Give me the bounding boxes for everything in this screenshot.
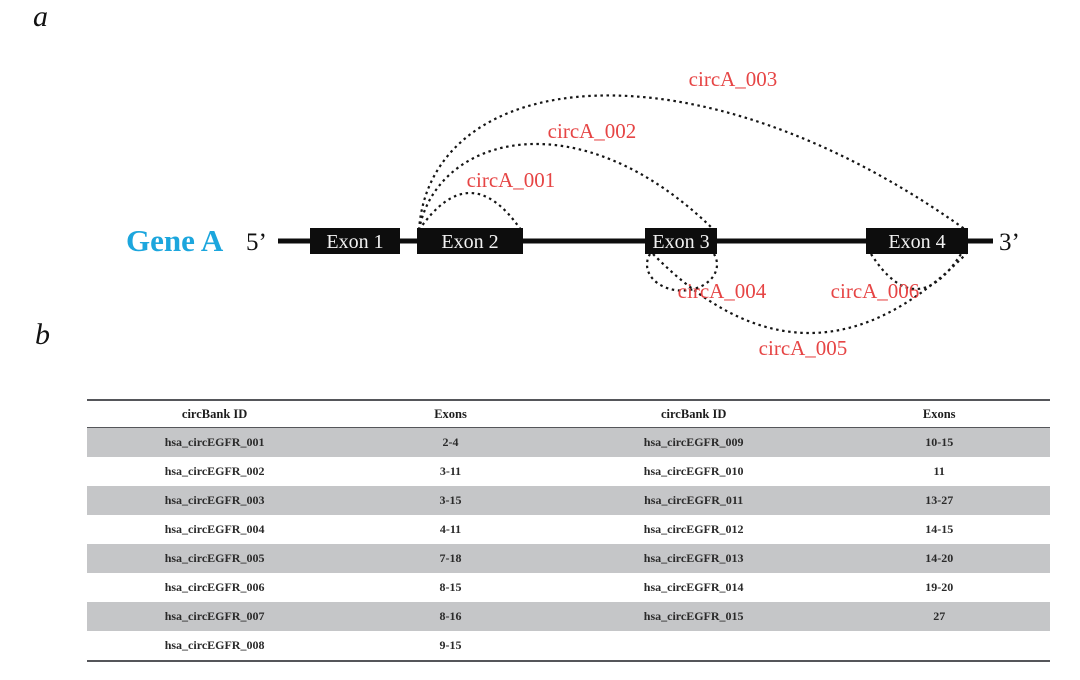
table-header-row: circBank ID Exons circBank ID Exons	[87, 401, 1050, 428]
gene-name-label: Gene A	[126, 223, 224, 258]
arc-circA-002	[417, 142, 715, 231]
header-exons-left: Exons	[434, 406, 467, 421]
arc-circA-001	[418, 192, 522, 231]
exon-1-label: Exon 1	[326, 231, 383, 253]
cell-exons: 4-11	[439, 522, 462, 536]
circA-002-label: circA_002	[548, 119, 637, 143]
cell-exons: 14-15	[925, 522, 954, 536]
table-row: hsa_circEGFR_008 9-15	[87, 631, 1050, 660]
exon-3-label: Exon 3	[652, 231, 709, 253]
header-circbank-id-right: circBank ID	[660, 406, 727, 421]
cell-exons: 3-15	[439, 493, 462, 507]
header-circbank-id-left: circBank ID	[181, 406, 248, 421]
cell-circbank-id: hsa_circEGFR_008	[164, 638, 265, 652]
cell-circbank-id: hsa_circEGFR_014	[643, 580, 744, 594]
table-row: hsa_circEGFR_001 2-4 hsa_circEGFR_009 10…	[87, 428, 1050, 457]
cell-exons: 8-15	[439, 580, 462, 594]
cell-circbank-id: hsa_circEGFR_013	[643, 551, 744, 565]
circA-004-label: circA_004	[678, 279, 767, 303]
table-row: hsa_circEGFR_007 8-16 hsa_circEGFR_015 2…	[87, 602, 1050, 631]
circA-006-label: circA_006	[831, 279, 920, 303]
circA-001-label: circA_001	[467, 168, 556, 192]
cell-exons: 9-15	[439, 638, 462, 652]
cell-exons: 7-18	[439, 551, 462, 565]
cell-circbank-id: hsa_circEGFR_009	[643, 435, 744, 449]
exon-2-box	[417, 228, 523, 254]
cell-exons: 27	[933, 609, 946, 623]
exon-4-label: Exon 4	[888, 231, 945, 253]
table-body: hsa_circEGFR_001 2-4 hsa_circEGFR_009 10…	[87, 428, 1050, 660]
cell-exons: 3-11	[439, 464, 462, 478]
cell-circbank-id: hsa_circEGFR_011	[644, 493, 744, 507]
five-prime-label: 5’	[246, 229, 267, 256]
header-exons-right: Exons	[922, 406, 956, 421]
exon-2-label: Exon 2	[441, 231, 498, 253]
cell-exons: 10-15	[925, 435, 954, 449]
table-row: hsa_circEGFR_005 7-18 hsa_circEGFR_013 1…	[87, 544, 1050, 573]
three-prime-label: 3’	[999, 229, 1020, 256]
exon-4-box	[866, 228, 968, 254]
table-row: hsa_circEGFR_002 3-11 hsa_circEGFR_010 1…	[87, 457, 1050, 486]
cell-circbank-id: hsa_circEGFR_010	[643, 464, 744, 478]
cell-exons: 13-27	[925, 493, 954, 507]
panel-b-label: b	[35, 318, 50, 351]
table-row: hsa_circEGFR_004 4-11 hsa_circEGFR_012 1…	[87, 515, 1050, 544]
cell-circbank-id: hsa_circEGFR_006	[164, 580, 265, 594]
cell-circbank-id: hsa_circEGFR_007	[164, 609, 265, 623]
cell-exons: 19-20	[925, 580, 954, 594]
circbank-table: circBank ID Exons circBank ID Exons hsa_…	[87, 399, 1050, 662]
panel-a-label: a	[33, 0, 48, 33]
table-row: hsa_circEGFR_003 3-15 hsa_circEGFR_011 1…	[87, 486, 1050, 515]
gene-diagram: Exon 1 Exon 2 Exon 3 Exon 4 Gene A 5’ 3’…	[126, 67, 1020, 360]
cell-exons: 14-20	[925, 551, 954, 565]
cell-exons: 2-4	[442, 435, 459, 449]
cell-circbank-id: hsa_circEGFR_003	[164, 493, 265, 507]
circA-005-label: circA_005	[759, 336, 848, 360]
cell-circbank-id: hsa_circEGFR_001	[164, 435, 265, 449]
cell-circbank-id: hsa_circEGFR_004	[164, 522, 265, 536]
cell-exons: 11	[933, 464, 945, 478]
arc-circA-005	[652, 253, 967, 334]
circA-003-label: circA_003	[689, 67, 778, 91]
cell-circbank-id: hsa_circEGFR_005	[164, 551, 265, 565]
cell-circbank-id: hsa_circEGFR_002	[164, 464, 265, 478]
cell-circbank-id: hsa_circEGFR_012	[643, 522, 744, 536]
exon-1-box	[310, 228, 400, 254]
exon-3-box	[645, 228, 717, 254]
cell-circbank-id: hsa_circEGFR_015	[643, 609, 744, 623]
cell-exons: 8-16	[439, 609, 462, 623]
table-row: hsa_circEGFR_006 8-15 hsa_circEGFR_014 1…	[87, 573, 1050, 602]
